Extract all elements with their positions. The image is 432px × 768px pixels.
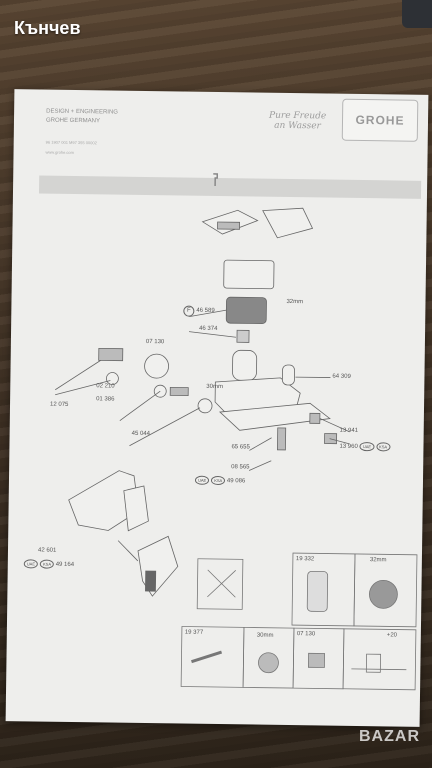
watermark-top: Кънчев (14, 18, 81, 38)
part-07130: 07 130 (145, 339, 165, 346)
part-42601: 42 601 (37, 547, 57, 554)
watermark-bottom: BAZAR (359, 728, 420, 745)
part-08565: 08 565 (231, 464, 250, 471)
crossed-box (196, 558, 244, 610)
part-13941: 13 941 (339, 427, 359, 434)
part-49086-label: 49 086 (226, 478, 246, 485)
part-02210: 02 210 (96, 383, 115, 390)
uae-badge-3: UAE (23, 559, 39, 569)
uae-badge: UAE (359, 441, 375, 452)
cap-nut (223, 259, 275, 290)
box-32mm: 32mm (369, 557, 387, 564)
handle-right-shape (262, 207, 314, 239)
box-30mm: 30mm (256, 632, 274, 639)
shower-handle (137, 535, 179, 597)
instruction-sheet: DESIGN + ENGINEERING GROHE GERMANY 96 19… (5, 89, 429, 727)
part-65655: 65 655 (231, 444, 250, 451)
part-30mm: 30mm (206, 383, 224, 391)
box-19332: 19 332 (295, 556, 315, 563)
part-01386: 01 386 (96, 396, 115, 403)
part-49164-label: 49 164 (55, 561, 75, 569)
circle-f-icon: F (183, 305, 195, 317)
part-13960-label: 13 960 (339, 443, 358, 450)
part-45044: 45 044 (131, 430, 151, 438)
ksa-badge-3: KSA (39, 559, 55, 569)
part-46589-label: 46 589 (196, 307, 215, 314)
part-12075: 12 075 (49, 401, 69, 408)
box-07130: 07 130 (296, 631, 316, 638)
part-64309: 64 309 (332, 373, 351, 380)
box-19377: 19 377 (184, 629, 204, 636)
corner-object (402, 0, 432, 28)
ksa-badge-2: KSA (211, 475, 226, 486)
part-46374: 46 374 (199, 325, 218, 332)
uae-badge-2: UAE (194, 475, 210, 485)
part-32mm-top: 32mm (286, 298, 304, 306)
box-plus20: +20 (386, 632, 398, 639)
exploded-diagram (55, 207, 418, 691)
ksa-badge: KSA (376, 442, 391, 452)
faucet-icon (213, 173, 219, 186)
